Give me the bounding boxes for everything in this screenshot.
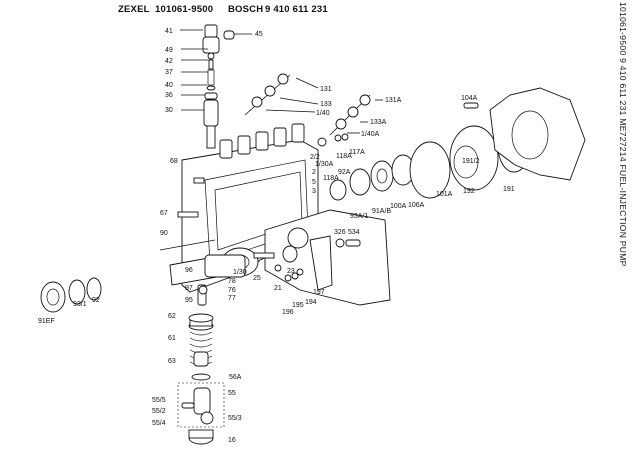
- zexel-part-number: 101061-9500: [155, 4, 214, 15]
- label-1-40: 1/40: [316, 110, 330, 117]
- banjo-fittings: [244, 73, 383, 147]
- label-1-30: 1/30: [233, 269, 247, 276]
- label-76: 76: [228, 287, 236, 294]
- label-55-2: 55/2: [152, 408, 166, 415]
- label-118a-2: 118A: [323, 175, 339, 182]
- label-40: 40: [165, 82, 173, 89]
- label-133: 133: [320, 101, 332, 108]
- label-534: 534: [348, 229, 360, 236]
- label-197: 197: [313, 289, 325, 296]
- part-labels: 41 45 49 42 37 40 36 30 131 133 1/40 131…: [38, 28, 515, 444]
- label-63: 63: [168, 358, 176, 365]
- label-61: 61: [168, 335, 176, 342]
- label-118a: 118A: [336, 153, 352, 160]
- label-90: 90: [160, 230, 168, 237]
- label-16: 16: [228, 437, 236, 444]
- label-131: 131: [320, 86, 332, 93]
- label-55-3: 55/3: [228, 415, 242, 422]
- label-95: 95: [185, 297, 193, 304]
- label-55-5: 55/5: [152, 397, 166, 404]
- label-1-30a: 1/30A: [315, 161, 334, 168]
- bosch-part-number: 9 410 611 231: [265, 4, 328, 15]
- label-62: 62: [168, 313, 176, 320]
- label-68: 68: [170, 158, 178, 165]
- label-194: 194: [305, 299, 317, 306]
- label-55: 55: [228, 390, 236, 397]
- label-326: 326: [334, 229, 346, 236]
- label-92a: 92A: [338, 169, 351, 176]
- label-91ef: 91EF: [38, 318, 55, 325]
- label-77: 77: [228, 295, 236, 302]
- label-195: 195: [292, 302, 304, 309]
- label-100a: 100A: [390, 203, 407, 210]
- label-37: 37: [165, 69, 173, 76]
- label-21: 21: [274, 285, 282, 292]
- label-49: 49: [165, 47, 173, 54]
- label-93a-1: 93A/1: [350, 213, 368, 220]
- label-133a: 133A: [370, 119, 387, 126]
- label-67: 67: [160, 210, 168, 217]
- label-36: 36: [165, 92, 173, 99]
- label-191-2: 191/2: [462, 158, 480, 165]
- brand-label: ZEXEL: [118, 4, 150, 15]
- label-106a: 106A: [408, 202, 425, 209]
- delivery-valve-stack: [202, 24, 235, 149]
- plunger-assembly: [177, 284, 225, 445]
- label-30: 30: [165, 107, 173, 114]
- leader-lines: [180, 29, 252, 111]
- label-101a: 101A: [436, 191, 453, 198]
- label-1-40a: 1/40A: [361, 131, 380, 138]
- label-56a: 56A: [229, 374, 242, 381]
- label-96: 96: [185, 267, 193, 274]
- label-97: 97: [185, 285, 193, 292]
- label-191: 191: [503, 186, 515, 193]
- drive-shaft-parts: [40, 177, 246, 313]
- bracket-parts: [253, 235, 361, 291]
- label-91a-b: 91A/B: [372, 208, 391, 215]
- label-25: 25: [253, 275, 261, 282]
- label-42: 42: [165, 58, 173, 65]
- right-assembly: [329, 87, 586, 201]
- label-41: 41: [165, 28, 173, 35]
- label-2-2: 2/2: [310, 154, 320, 161]
- oem-brand-label: BOSCH: [228, 4, 264, 15]
- label-2: 2: [312, 169, 316, 176]
- label-196: 196: [282, 309, 294, 316]
- label-45: 45: [255, 31, 263, 38]
- label-92: 92: [92, 297, 100, 304]
- label-93-1: 93/1: [73, 301, 87, 308]
- label-117a: 117A: [349, 149, 365, 156]
- label-192: 192: [463, 188, 475, 195]
- label-55-4: 55/4: [152, 420, 166, 427]
- label-3: 3: [312, 188, 316, 195]
- label-78: 78: [228, 278, 236, 285]
- label-5: 5: [312, 179, 316, 186]
- label-104a: 104A: [461, 95, 478, 102]
- label-23: 23: [287, 268, 295, 275]
- label-131a: 131A: [385, 97, 402, 104]
